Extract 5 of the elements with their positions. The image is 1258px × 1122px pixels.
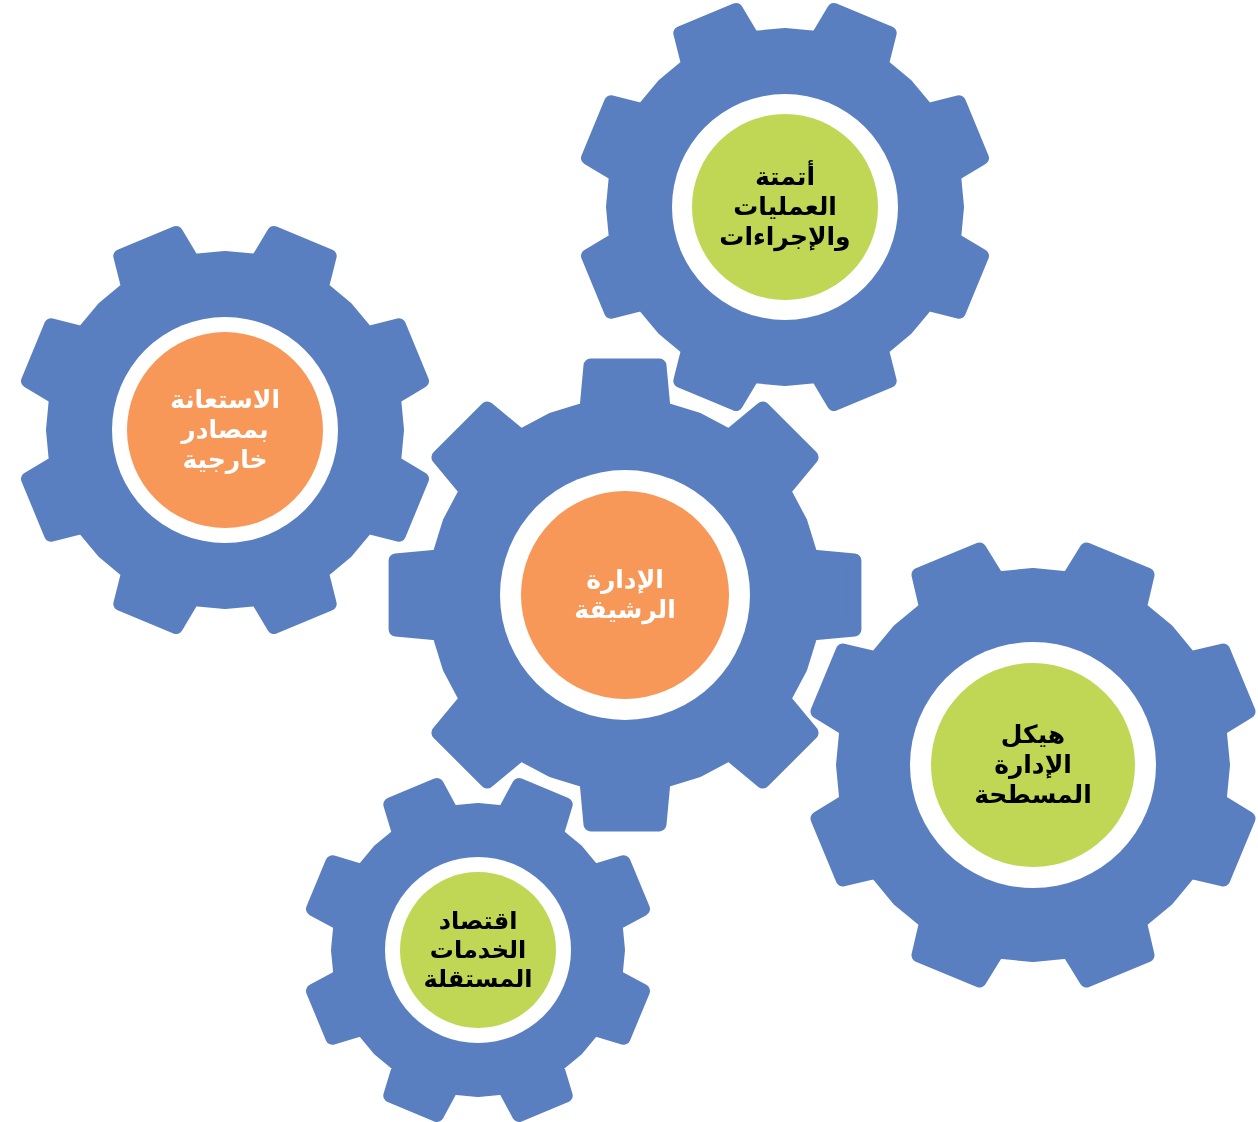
gear-label: الاستعانة بمصادر خارجية	[169, 385, 281, 475]
gear-label: أتمتة العمليات والإجراءات	[718, 162, 852, 252]
gear-label: اقتصاد الخدمات المستقلة	[422, 907, 534, 994]
gear-label: الإدارة الرشيقة	[573, 565, 677, 625]
gear-label: هيكل الإدارة المسطحة	[973, 720, 1093, 810]
